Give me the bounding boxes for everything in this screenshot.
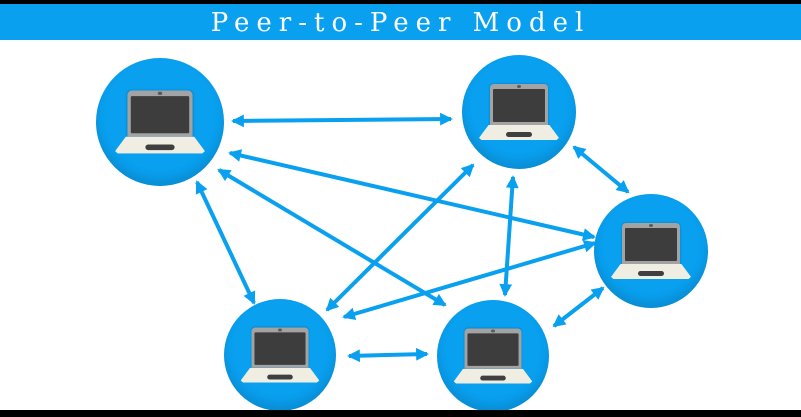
connection-peer-right--peer-bottom-right [552, 286, 605, 328]
connection-peer-top-left--peer-bottom-left [195, 180, 256, 305]
laptop-display-panel [467, 333, 519, 366]
laptop-screen [127, 90, 193, 137]
laptop-display-panel [493, 89, 545, 122]
connection-peer-top-left--peer-bottom-right [217, 168, 447, 307]
laptop-display-panel [625, 228, 677, 261]
peer-top-right [462, 55, 576, 169]
laptop-touchpad-bar [145, 144, 175, 151]
peer-bottom-right [437, 300, 549, 412]
connection-peer-bottom-left--peer-bottom-right [347, 347, 429, 363]
laptop-touchpad-bar [506, 132, 532, 137]
laptop-touchpad-bar [267, 374, 293, 380]
laptop-screen [464, 328, 522, 369]
laptop-camera-dot [491, 329, 495, 333]
laptop-base [611, 264, 691, 279]
laptop-icon [115, 90, 205, 154]
laptop-screen [251, 327, 309, 368]
laptop-camera-dot [157, 91, 163, 96]
laptop-screen [622, 223, 680, 264]
connection-peer-top-right--peer-bottom-left [325, 163, 475, 312]
laptop-icon [453, 328, 533, 384]
peer-top-left [96, 58, 224, 186]
bottom-border [0, 410, 801, 417]
laptop-screen [490, 84, 548, 125]
laptop-camera-dot [517, 85, 521, 88]
peer-right [594, 194, 708, 308]
connection-peer-top-left--peer-top-right [231, 112, 453, 128]
peer-bottom-left [224, 299, 336, 411]
laptop-icon [479, 84, 559, 140]
laptop-base [479, 125, 559, 140]
laptop-camera-dot [278, 328, 282, 332]
top-border [0, 0, 801, 4]
title-bar: Peer-to-Peer Model [0, 4, 801, 40]
laptop-touchpad-bar [480, 375, 506, 381]
connection-peer-top-right--peer-bottom-right [499, 175, 519, 297]
connection-peer-right--peer-bottom-left [342, 239, 597, 321]
page-title: Peer-to-Peer Model [210, 7, 591, 38]
laptop-display-panel [254, 332, 306, 365]
laptop-icon [611, 223, 691, 279]
laptop-base [453, 368, 533, 384]
connection-peer-top-right--peer-right [572, 145, 630, 194]
laptop-base [115, 136, 205, 154]
laptop-base [240, 367, 320, 383]
laptop-display-panel [130, 96, 190, 134]
laptop-camera-dot [649, 224, 653, 227]
laptop-icon [240, 327, 320, 383]
laptop-touchpad-bar [638, 271, 664, 276]
